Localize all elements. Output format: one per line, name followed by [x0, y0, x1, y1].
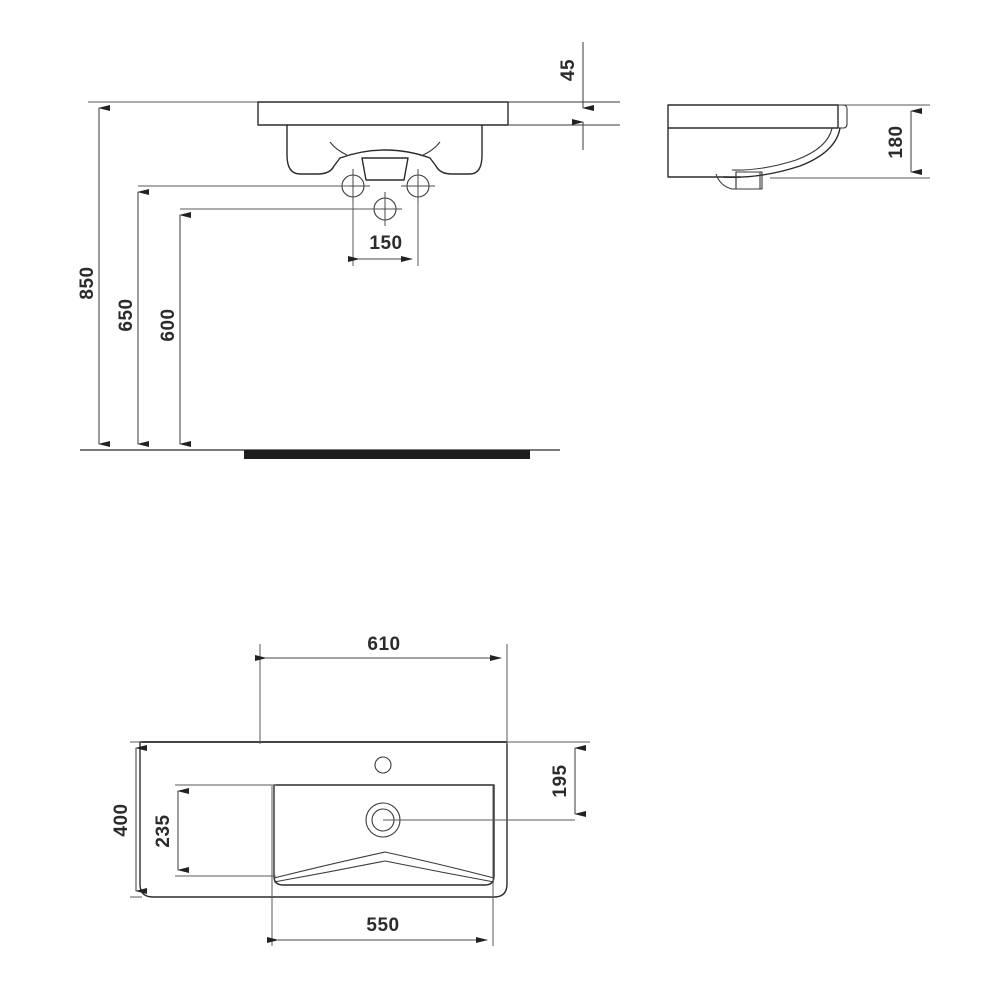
dimension-label-610: 610: [367, 634, 400, 655]
side-elevation-view: 180: [667, 104, 930, 190]
floor-slab-band: [244, 450, 530, 459]
side-slab-lip: [838, 104, 848, 129]
side-rear-and-base: [667, 127, 741, 178]
side-bowl-inner-curve: [731, 127, 833, 171]
dimension-label-45: 45: [558, 59, 579, 81]
side-countertop-slab: [667, 104, 839, 129]
bowl-inner-curve-left: [329, 141, 348, 156]
dimension-label-235: 235: [153, 814, 174, 847]
side-waste-boss-curve: [715, 172, 761, 190]
countertop-slab-outline: [257, 101, 509, 126]
dimension-label-550: 550: [366, 915, 399, 936]
dimension-label-600: 600: [158, 308, 179, 341]
dimension-label-650: 650: [116, 298, 137, 331]
dimension-label-850: 850: [77, 266, 98, 299]
side-waste-boss-box: [735, 171, 763, 190]
dimension-label-180: 180: [886, 125, 907, 158]
waste-outlet-box: [361, 157, 409, 181]
side-bowl-outer-curve: [723, 127, 841, 178]
plan-bowl-bottom-sweep: [273, 851, 495, 879]
plan-tap-hole: [374, 756, 392, 774]
bowl-inner-curve-right: [422, 141, 441, 156]
dimension-label-195: 195: [550, 764, 571, 797]
dimension-label-150: 150: [369, 233, 402, 254]
basin-underside-outline: [286, 124, 483, 175]
plan-view: 610 400 235 195 550: [111, 634, 590, 946]
plan-bowl-bottom-sweep-2: [273, 860, 495, 883]
dimension-label-400: 400: [111, 803, 132, 836]
front-elevation-view: 850 650 600 150 45: [77, 42, 620, 459]
